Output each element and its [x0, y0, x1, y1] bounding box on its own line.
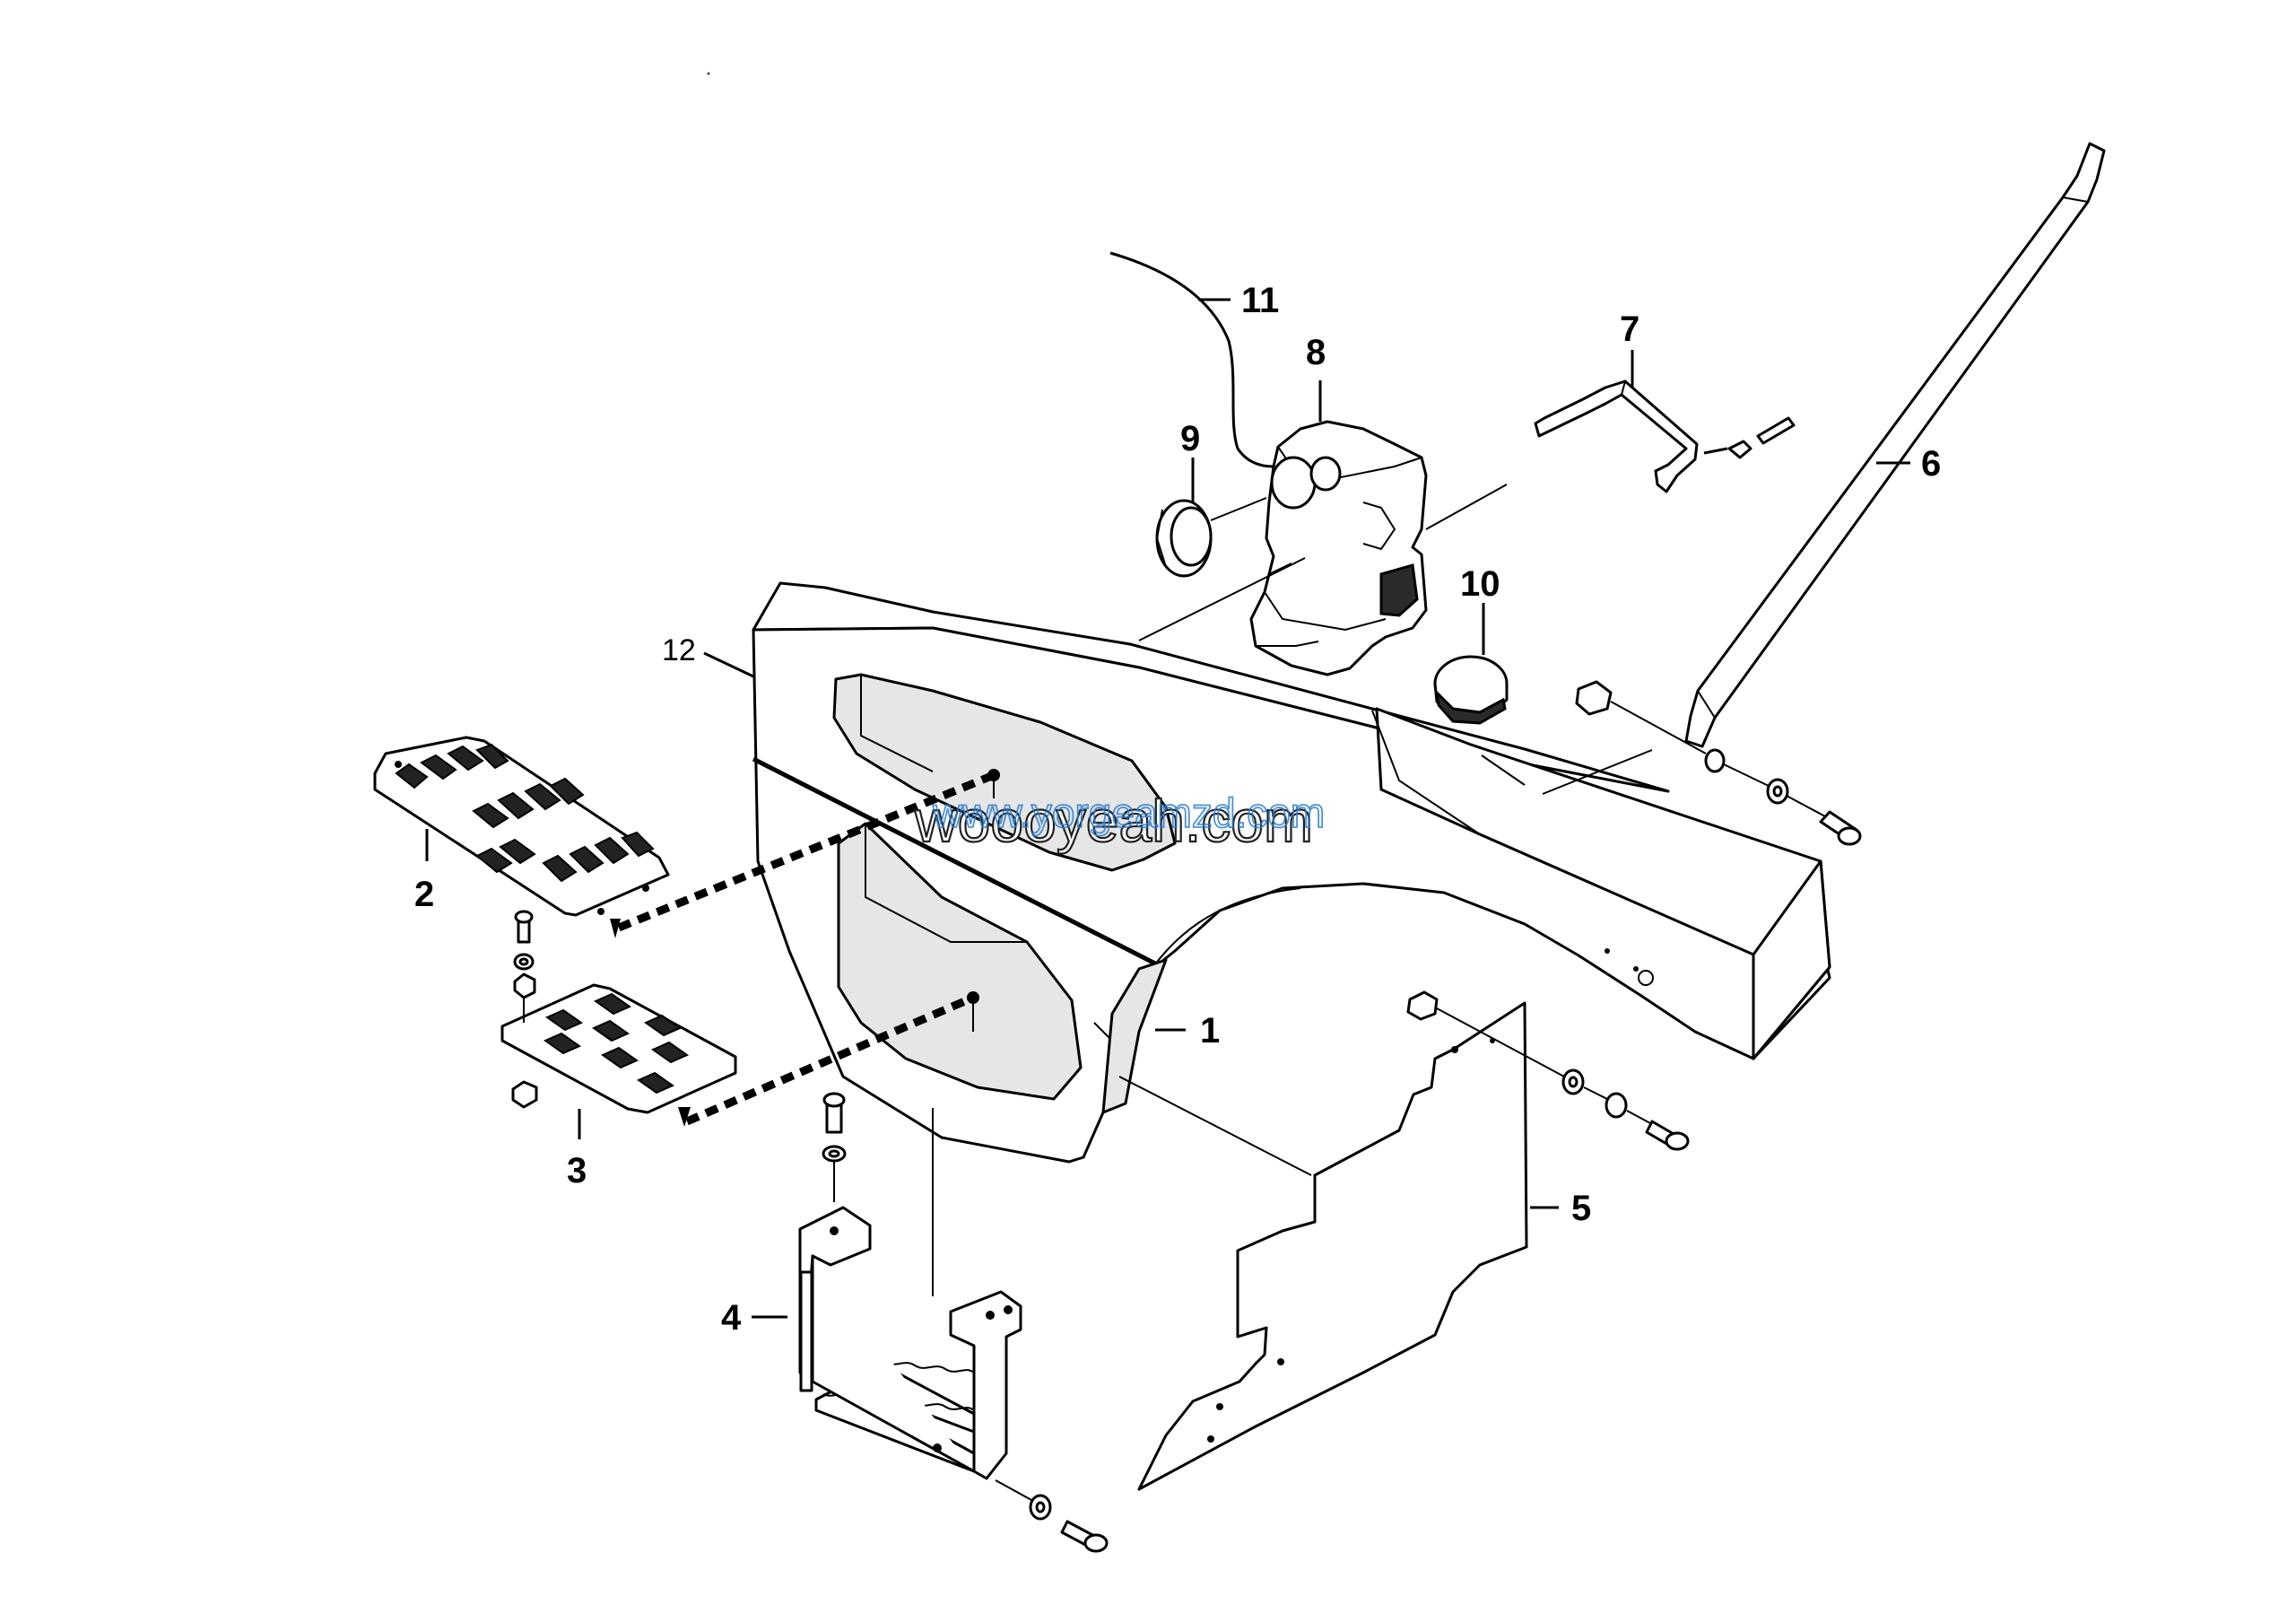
- cable: [1109, 251, 1274, 468]
- callout-9: 9: [1180, 419, 1200, 458]
- plate-hardware: [511, 910, 538, 1109]
- callout-3: 3: [567, 1151, 587, 1190]
- tread-plate-lower: [500, 983, 737, 1127]
- guide-line-beam-6: [1542, 749, 1653, 795]
- speck: [707, 72, 710, 75]
- callout-8: 8: [1306, 333, 1326, 372]
- guide-line-junction: [1138, 557, 1306, 641]
- callout-7: 7: [1620, 310, 1639, 349]
- handrail-hardware: [1575, 680, 1862, 846]
- callout-10: 10: [1460, 564, 1500, 604]
- guide-line-top: [1268, 562, 1292, 575]
- tread-plate-upper: [373, 736, 670, 938]
- watermark-text: woooyeah.com: [914, 788, 1313, 854]
- alignment-line-upper: [617, 771, 996, 932]
- callout-11: 11: [1241, 281, 1279, 320]
- callout-12: 12: [662, 633, 696, 667]
- round-cap: [1155, 499, 1213, 578]
- button-cap: [1433, 655, 1509, 725]
- callout-5: 5: [1571, 1189, 1591, 1228]
- watermark-overlay-text: www.yorgeamzd.com: [932, 789, 1325, 836]
- alignment-line-lower: [685, 993, 975, 1126]
- guide-line-bracket: [1425, 484, 1508, 530]
- callout-1: 1: [1200, 1011, 1220, 1051]
- callout-2: 2: [414, 875, 434, 914]
- junction-box: [1249, 420, 1428, 676]
- callout-6: 6: [1921, 444, 1941, 484]
- leader-lines: [425, 298, 1910, 1319]
- fender-assembly: [752, 581, 1831, 1164]
- callout-labels: 1 2 3 4 5 6 7 8 9 10 11 12: [414, 281, 1941, 1338]
- watermark: woooyeah.com www.yorgeamzd.com: [913, 787, 1326, 855]
- guide-line-cap-9: [1210, 497, 1267, 521]
- callout-4: 4: [721, 1298, 742, 1338]
- mounting-bracket: [1534, 379, 1796, 493]
- step-ladder: [798, 1092, 1109, 1553]
- mud-guard-panel: [1118, 990, 1690, 1491]
- handrail-bar: [1684, 142, 2106, 748]
